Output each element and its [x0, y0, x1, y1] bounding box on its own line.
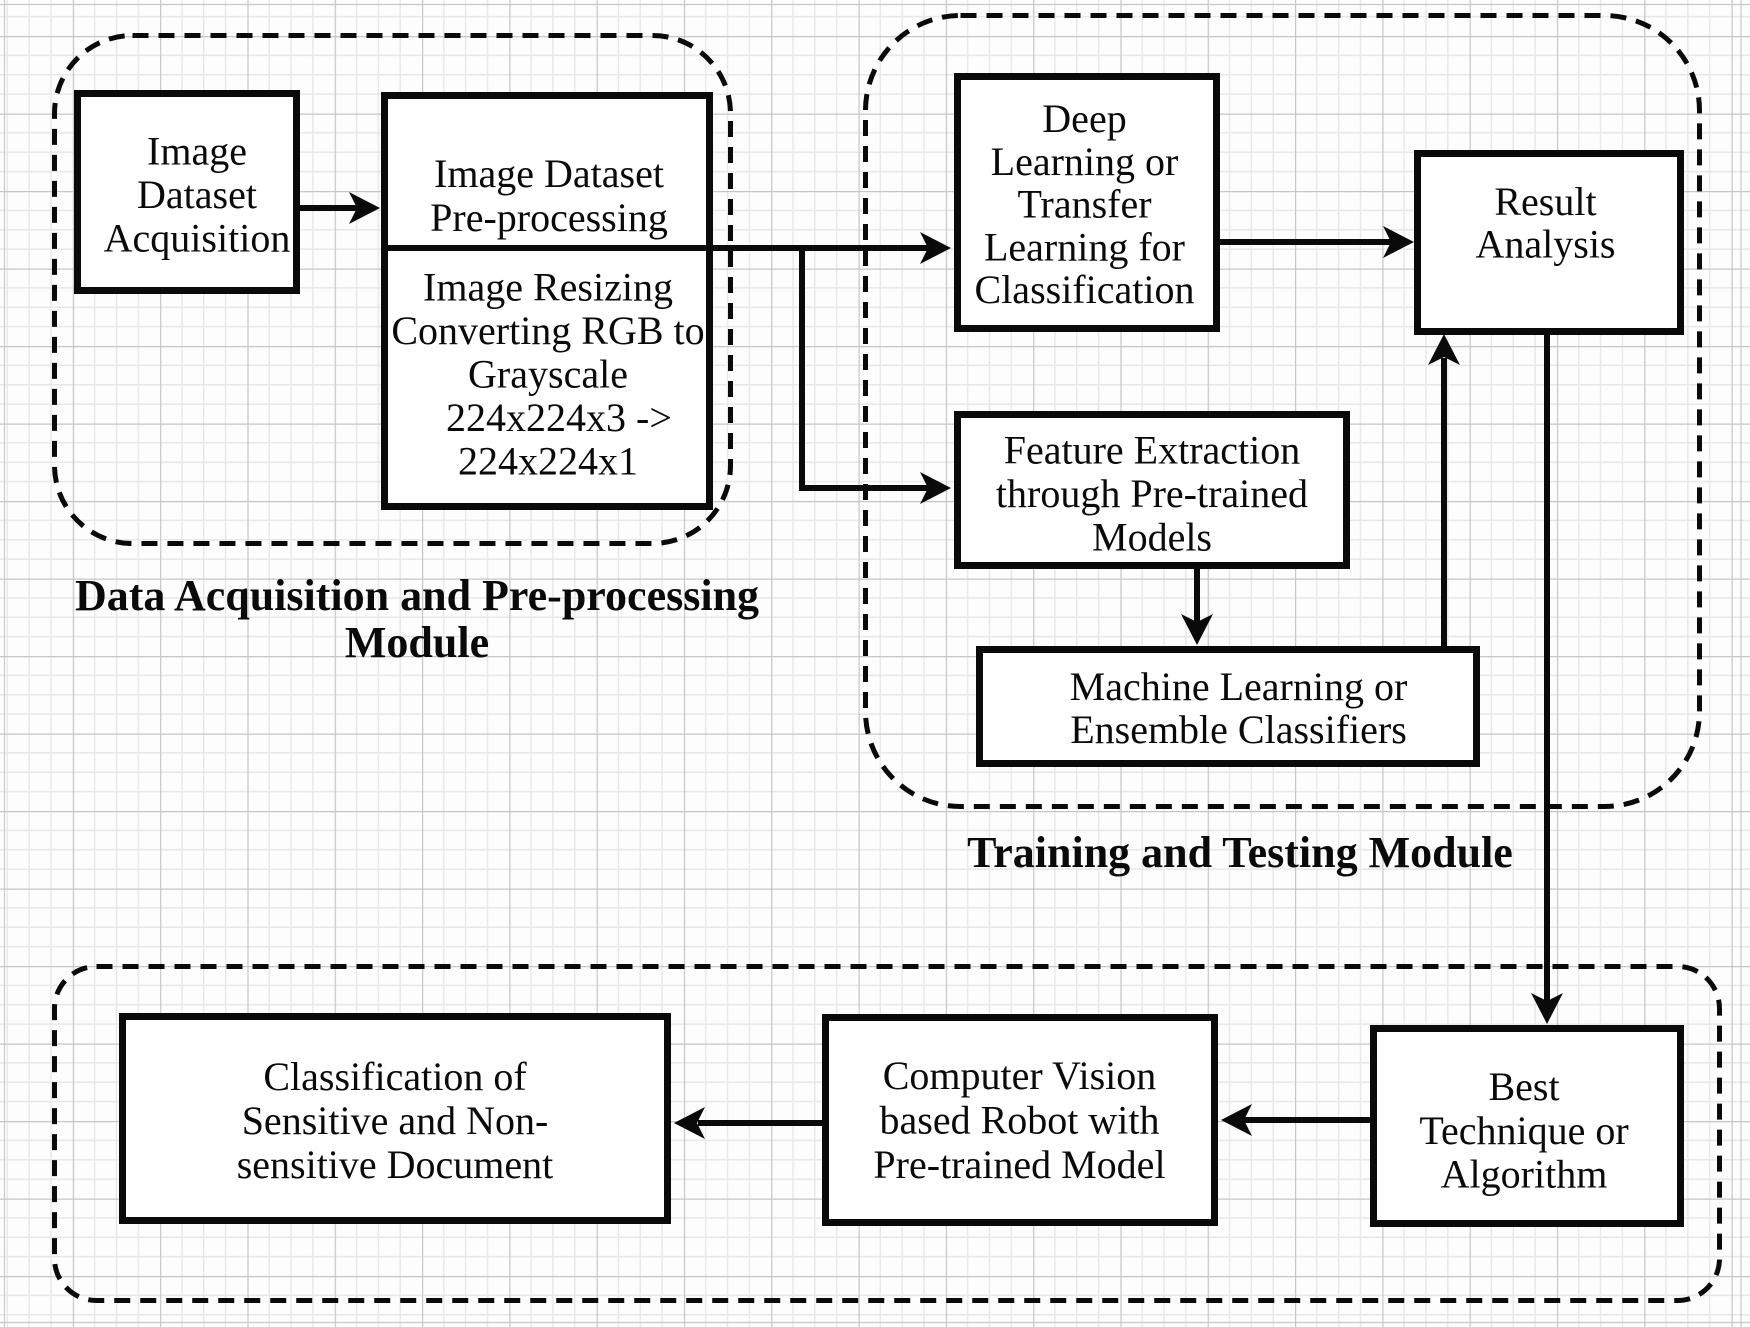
svg-text:Models: Models: [1092, 515, 1212, 560]
svg-text:Converting RGB to: Converting RGB to: [391, 308, 704, 353]
svg-text:Classification: Classification: [975, 267, 1195, 312]
svg-text:Pre-trained Model: Pre-trained Model: [873, 1142, 1165, 1187]
svg-text:Algorithm: Algorithm: [1441, 1152, 1608, 1197]
svg-text:Sensitive and Non-: Sensitive and Non-: [242, 1098, 549, 1143]
svg-text:sensitive Document: sensitive Document: [237, 1142, 554, 1187]
svg-text:Technique or: Technique or: [1419, 1108, 1628, 1153]
svg-text:Machine Learning or: Machine Learning or: [1070, 664, 1408, 709]
svg-text:through Pre-trained: through Pre-trained: [996, 471, 1308, 516]
svg-text:Analysis: Analysis: [1476, 222, 1616, 267]
svg-text:Best: Best: [1488, 1064, 1559, 1109]
svg-text:Image Resizing: Image Resizing: [423, 265, 673, 310]
svg-text:224x224x3 ->: 224x224x3 ->: [446, 395, 672, 440]
svg-text:Learning or: Learning or: [991, 139, 1179, 184]
svg-text:Training and Testing Module: Training and Testing Module: [967, 828, 1513, 877]
svg-text:Image Dataset: Image Dataset: [434, 151, 664, 196]
svg-text:Feature Extraction: Feature Extraction: [1004, 428, 1301, 473]
svg-text:Result: Result: [1494, 179, 1596, 224]
svg-text:Grayscale: Grayscale: [468, 352, 628, 397]
svg-text:Data Acquisition and Pre-proce: Data Acquisition and Pre-processing: [75, 571, 759, 620]
svg-text:Classification of: Classification of: [263, 1054, 527, 1099]
svg-text:Acquisition: Acquisition: [104, 216, 291, 261]
svg-text:Deep: Deep: [1042, 96, 1126, 141]
svg-text:Image: Image: [147, 129, 247, 174]
svg-text:Module: Module: [345, 618, 489, 667]
svg-text:Computer Vision: Computer Vision: [883, 1053, 1157, 1098]
svg-text:Dataset: Dataset: [137, 172, 257, 217]
svg-text:Transfer: Transfer: [1017, 182, 1151, 227]
svg-text:224x224x1: 224x224x1: [458, 439, 638, 484]
svg-text:Learning for: Learning for: [984, 224, 1185, 269]
svg-text:based Robot with: based Robot with: [880, 1098, 1160, 1143]
svg-text:Pre-processing: Pre-processing: [430, 195, 668, 240]
svg-text:Ensemble Classifiers: Ensemble Classifiers: [1070, 707, 1407, 752]
